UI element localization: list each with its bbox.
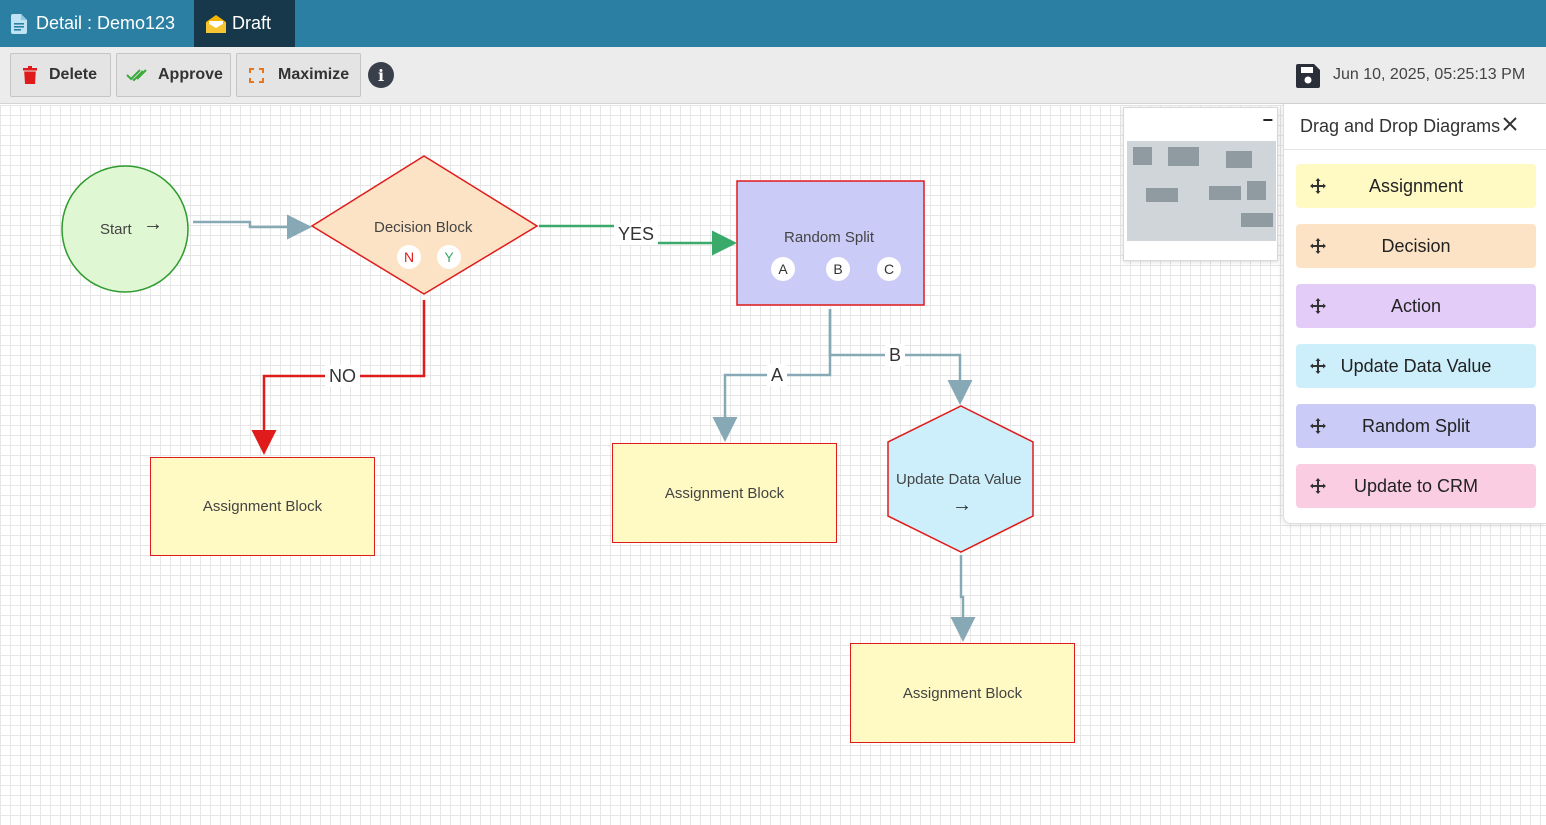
maximize-button[interactable]: Maximize [236,53,361,97]
delete-label: Delete [49,66,98,83]
move-icon[interactable] [1309,177,1327,195]
random-split-port-b[interactable]: B [826,257,850,281]
move-icon[interactable] [1309,417,1327,435]
approve-button[interactable]: Approve [116,53,231,97]
delete-button[interactable]: Delete [10,53,111,97]
decision-port-n[interactable]: N [397,245,421,269]
expand-icon [249,67,264,83]
random-split-port-a[interactable]: A [771,257,795,281]
edge-label-b: B [885,344,906,366]
move-icon[interactable] [1309,477,1327,495]
edge-label-no: NO [325,365,360,387]
random-split-label: Random Split [784,229,875,246]
decision-port-y[interactable]: Y [437,245,461,269]
toolbar: Delete Approve Maximize i Jun 10, 2025, … [0,47,1546,104]
start-arrow-icon[interactable]: → [143,213,163,235]
move-icon[interactable] [1309,237,1327,255]
palette-item-label: Update Data Value [1340,355,1492,376]
palette-item-action[interactable]: Action [1296,284,1536,328]
minimap-block [1241,213,1273,227]
trash-icon [23,66,37,84]
minimap-minimize-button[interactable]: − [1262,110,1273,130]
decision-label: Decision Block [374,219,473,236]
status-tab-label: Draft [232,13,272,33]
assignment-left-label: Assignment Block [202,498,323,515]
minimap[interactable]: − [1123,107,1278,261]
panel-title: Drag and Drop Diagrams [1300,116,1501,136]
timestamp: Jun 10, 2025, 05:25:13 PM [1333,66,1526,83]
edge-update-assignment[interactable] [950,555,976,642]
palette-item-update-to-crm[interactable]: Update to CRM [1296,464,1536,508]
palette-item-label: Decision [1381,235,1451,256]
edge-start-decision[interactable] [193,214,312,240]
minimap-block [1226,151,1252,168]
close-icon[interactable] [1502,116,1518,132]
palette-item-random-split[interactable]: Random Split [1296,404,1536,448]
tab-detail[interactable]: Detail : Demo123 [0,0,175,47]
random-split-port-c[interactable]: C [877,257,901,281]
edge-label-a: A [767,364,788,386]
maximize-label: Maximize [278,66,350,83]
tab-draft[interactable]: Draft [194,0,295,47]
document-icon [11,13,27,34]
palette-item-decision[interactable]: Decision [1296,224,1536,268]
minimap-block [1146,188,1178,202]
info-icon[interactable]: i [368,62,394,88]
assignment-node-mid[interactable]: Assignment Block [612,443,837,543]
assignment-bottom-label: Assignment Block [902,684,1023,702]
save-icon[interactable] [1296,64,1320,88]
panel-divider [1284,149,1546,150]
minimap-block [1168,147,1199,166]
palette-item-label: Action [1390,295,1442,316]
header-bar: Detail : Demo123 Draft [0,0,1546,47]
palette-item-label: Update to CRM [1353,475,1479,496]
edge-label-yes: YES [614,223,659,245]
palette-item-assignment[interactable]: Assignment [1296,164,1536,208]
minimap-block [1247,181,1266,200]
approve-label: Approve [158,66,223,83]
assignment-mid-label: Assignment Block [664,484,785,502]
minimap-block [1133,147,1152,165]
assignment-node-left[interactable]: Assignment Block [150,457,375,556]
update-data-label: Update Data Value [896,471,1022,488]
minimap-viewport[interactable] [1127,141,1276,241]
move-icon[interactable] [1309,297,1327,315]
detail-title: Detail : Demo123 [36,13,176,33]
palette-item-update-data-value[interactable]: Update Data Value [1296,344,1536,388]
minimap-block [1209,186,1241,200]
update-data-arrow-icon[interactable]: → [952,494,972,516]
double-check-icon [126,69,147,82]
open-envelope-icon [206,14,226,33]
move-icon[interactable] [1309,357,1327,375]
palette-item-label: Random Split [1361,415,1471,436]
palette-item-label: Assignment [1368,175,1464,196]
start-label: Start [100,221,132,238]
assignment-node-bottom[interactable]: Assignment Block [850,643,1075,743]
